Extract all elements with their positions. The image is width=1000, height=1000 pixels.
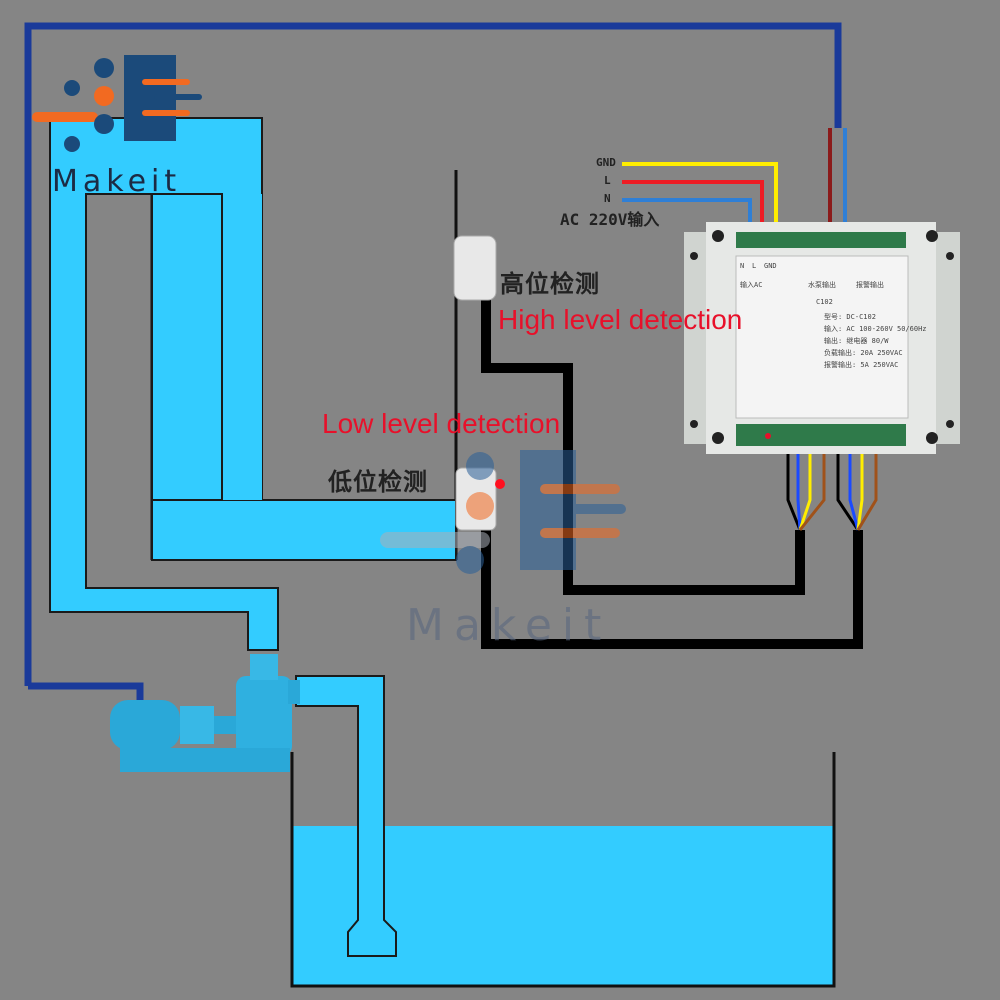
inlet-drop-pipe <box>222 194 262 500</box>
low-level-label-en: Low level detection <box>322 408 561 439</box>
controller-terminal-gnd: GND <box>764 262 777 270</box>
motor-power-cable-bottom <box>28 682 144 700</box>
wire-live <box>622 180 764 240</box>
wire-label-gnd: GND <box>596 156 616 169</box>
high-level-sensor <box>453 235 497 301</box>
upper-tank-water <box>151 499 457 561</box>
controller-spec-3: 输出: 继电器 80/W <box>824 337 889 345</box>
low-sensor-indicator <box>495 479 505 489</box>
controller-spec-2: 输入: AC 100-260V 50/60Hz <box>824 325 927 333</box>
controller-spec-4: 负载输出: 20A 250VAC <box>824 349 903 357</box>
high-level-label-en: High level detection <box>498 304 743 335</box>
logo-mark <box>32 55 202 152</box>
motor-power-cable <box>24 22 842 686</box>
controller-output-group-2: 报警输出 <box>856 281 884 289</box>
controller-output-group-1: 水泵输出 <box>808 281 836 289</box>
power-input-label: AC 220V输入 <box>560 210 660 229</box>
low-level-label-cn: 低位检测 <box>328 468 428 496</box>
controller-model: C102 <box>816 298 833 306</box>
low-sensor-cable <box>481 530 863 649</box>
sensor-wire-fanout-2 <box>836 444 878 531</box>
logo-text: Makeit <box>52 164 182 199</box>
controller-spec-1: 型号: DC-C102 <box>824 313 876 321</box>
controller-input-group: 输入AC <box>740 281 763 289</box>
controller-terminal-n: N <box>740 262 745 270</box>
high-level-label-cn: 高位检测 <box>500 270 600 298</box>
pump <box>110 654 300 772</box>
watermark-text: Makeit <box>406 600 612 651</box>
wire-label-live: L <box>604 174 611 187</box>
suction-pipe-in-water <box>347 826 397 957</box>
lower-tank-walls <box>290 752 836 988</box>
sensor-wire-fanout-1 <box>786 444 826 531</box>
controller-terminal-l: L <box>752 262 757 270</box>
controller-spec-5: 报警输出: 5A 250VAC <box>824 361 899 369</box>
wire-label-neutral: N <box>604 192 611 205</box>
wire-gnd <box>622 162 778 240</box>
controller-box <box>684 222 960 454</box>
watermark-mark <box>380 450 626 574</box>
